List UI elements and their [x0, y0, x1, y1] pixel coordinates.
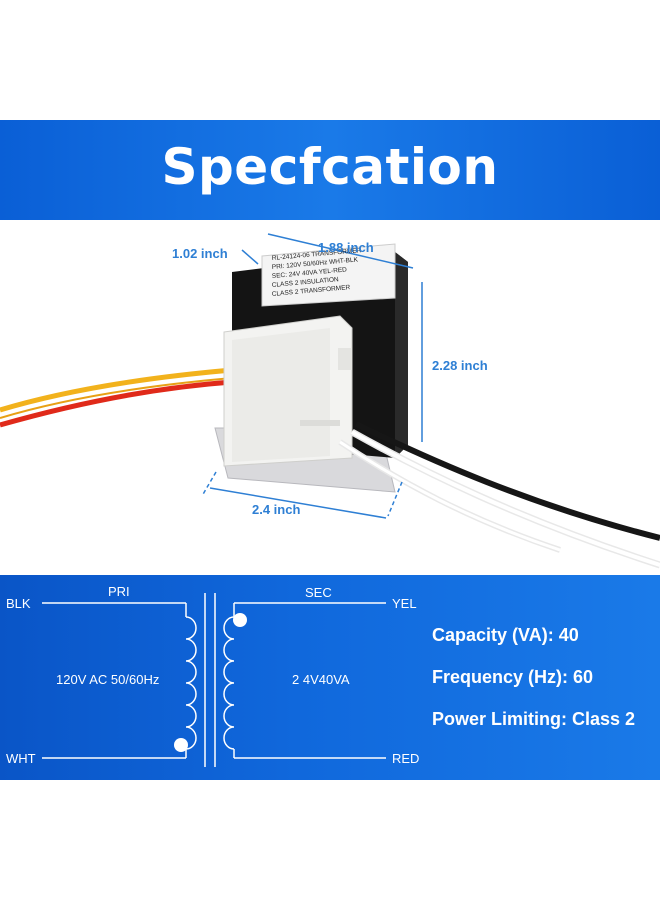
page-title: Specfcation	[161, 138, 499, 196]
spec-frequency-label: Frequency (Hz):	[432, 667, 569, 687]
bobbin	[223, 315, 353, 467]
primary-wires	[0, 367, 233, 428]
dimension-lines	[201, 233, 423, 519]
yel-wire-label: YEL	[392, 596, 417, 611]
secondary-wires	[338, 421, 660, 569]
secondary-polarity-dot	[233, 613, 247, 627]
height-dimension: 2.28 inch	[432, 358, 488, 373]
wiring-schematic	[42, 593, 386, 767]
secondary-label: SEC	[305, 585, 332, 600]
base-dimension: 2.4 inch	[252, 502, 301, 517]
depth-dimension: 1.02 inch	[172, 246, 228, 261]
red-wire-label: RED	[392, 751, 420, 766]
width-dimension: 1.88 inch	[318, 240, 374, 255]
primary-polarity-dot	[174, 738, 188, 752]
title-banner: Specfcation	[0, 120, 660, 220]
secondary-rating: 2 4V40VA	[292, 672, 350, 687]
spec-power-limiting-label: Power Limiting:	[432, 709, 567, 729]
specification-panel: PRI BLK WHT SEC YEL RED 120V AC 50/60Hz …	[0, 575, 660, 780]
spec-power-limiting-value: Class 2	[572, 709, 636, 729]
primary-rating: 120V AC 50/60Hz	[56, 672, 160, 687]
primary-label: PRI	[108, 584, 130, 599]
spec-power-limiting: Power Limiting: Class 2	[432, 709, 635, 730]
spec-capacity-value: 40	[558, 625, 579, 645]
spec-frequency-value: 60	[573, 667, 594, 687]
spec-frequency: Frequency (Hz): 60	[432, 667, 593, 688]
product-label	[261, 243, 396, 307]
wht-wire-label: WHT	[6, 751, 36, 766]
spec-capacity: Capacity (VA): 40	[432, 625, 579, 646]
spec-capacity-label: Capacity (VA):	[432, 625, 554, 645]
blk-wire-label: BLK	[6, 596, 31, 611]
